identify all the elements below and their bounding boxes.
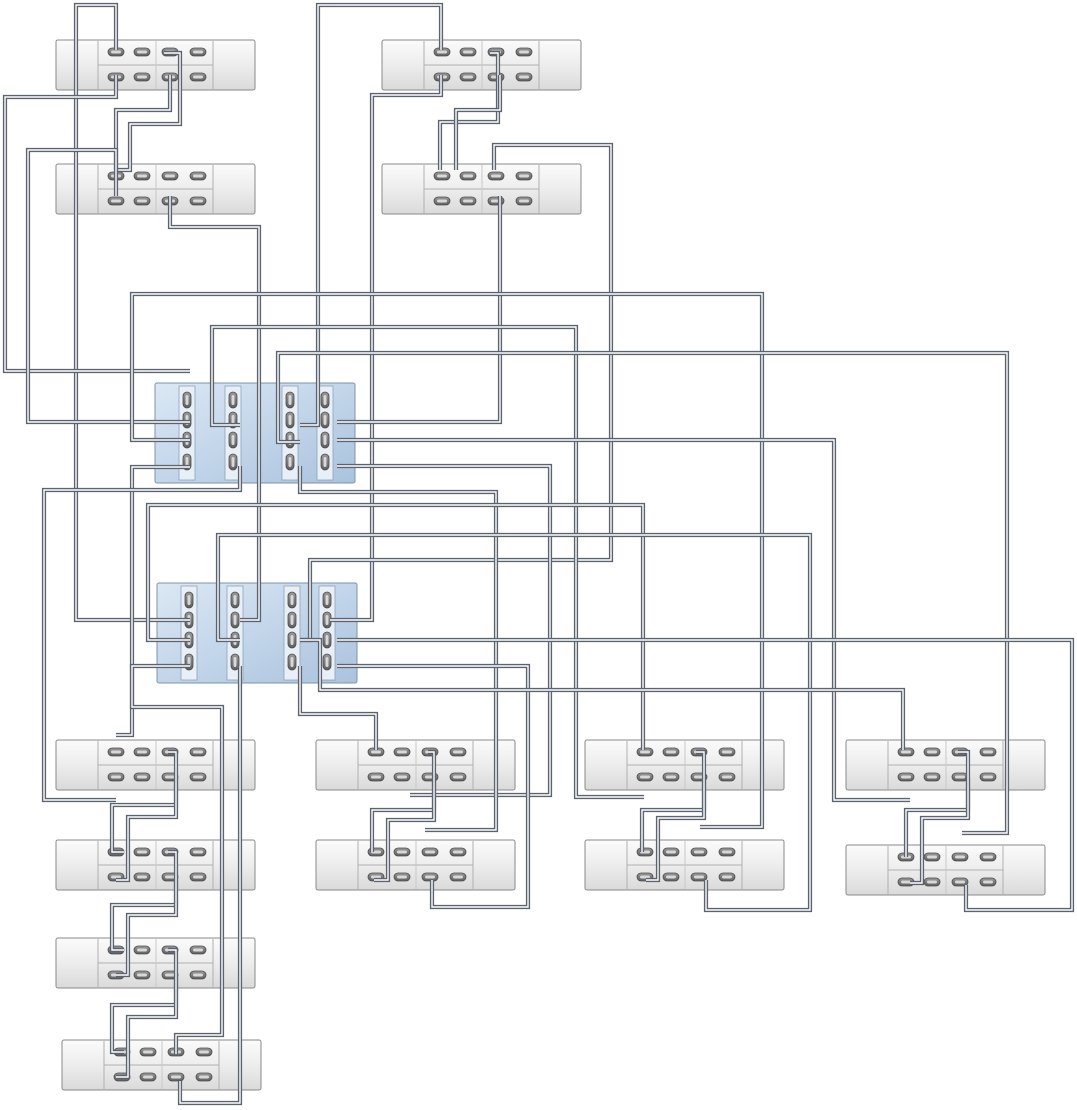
shelf-stack2-1	[381, 39, 582, 91]
sas-cable	[337, 437, 910, 803]
sas-cable	[167, 196, 262, 623]
shelf-stack5-1	[584, 739, 785, 791]
sas-cable	[453, 75, 503, 170]
sas-cable	[113, 75, 173, 170]
sas-cable	[129, 291, 765, 830]
shelves-layer	[55, 39, 1046, 1091]
sas-cable	[300, 2, 444, 428]
sas-cable	[25, 147, 190, 425]
sas-cable	[145, 502, 646, 750]
sas-cable	[646, 778, 707, 883]
sas-cable	[129, 663, 225, 1054]
sas-cable	[41, 466, 243, 803]
sas-cable	[337, 463, 553, 798]
shelf-stack4-2	[315, 839, 516, 891]
sas-cable	[109, 849, 179, 953]
shelf-stack6-2	[845, 844, 1046, 896]
sas-cable	[116, 778, 179, 883]
sas-cable	[109, 947, 179, 1055]
sas-cable	[300, 637, 906, 750]
sas-cable	[297, 666, 379, 750]
sas-cable	[116, 975, 179, 1080]
sas-cable	[910, 778, 971, 886]
shelf-stack3-3	[55, 937, 256, 989]
sas-cable	[215, 532, 813, 913]
shelf-stack6-1	[845, 739, 1046, 791]
shelf-stack3-1	[55, 739, 256, 791]
sas-cable	[437, 50, 501, 170]
sas-cable	[116, 880, 179, 978]
shelf-stack1-2	[55, 163, 256, 215]
sas-cable	[109, 749, 179, 855]
sas-cable	[337, 637, 1075, 913]
sas-cable	[209, 324, 644, 800]
sas-cable	[73, 2, 190, 623]
sas-cable	[337, 196, 503, 425]
shelf-stack1-1	[55, 39, 256, 91]
sas-cable	[116, 464, 190, 738]
sas-cable	[116, 50, 183, 173]
shelf-stack3-4	[61, 1039, 262, 1091]
sas-cable	[374, 778, 437, 883]
shelf-stack3-2	[55, 839, 256, 891]
sas-cable	[275, 350, 1010, 836]
sas-cable	[2, 75, 190, 374]
shelf-stack4-1	[315, 739, 516, 791]
sas-cable	[337, 663, 531, 910]
shelf-stack2-2	[381, 163, 582, 215]
sas-cable	[330, 75, 444, 623]
controllers-layer	[154, 382, 358, 684]
shelf-stack5-2	[584, 839, 785, 891]
sas-cable	[177, 666, 243, 1106]
controller-2	[156, 582, 358, 684]
controller-1	[154, 382, 356, 484]
sas-cable	[297, 466, 499, 833]
